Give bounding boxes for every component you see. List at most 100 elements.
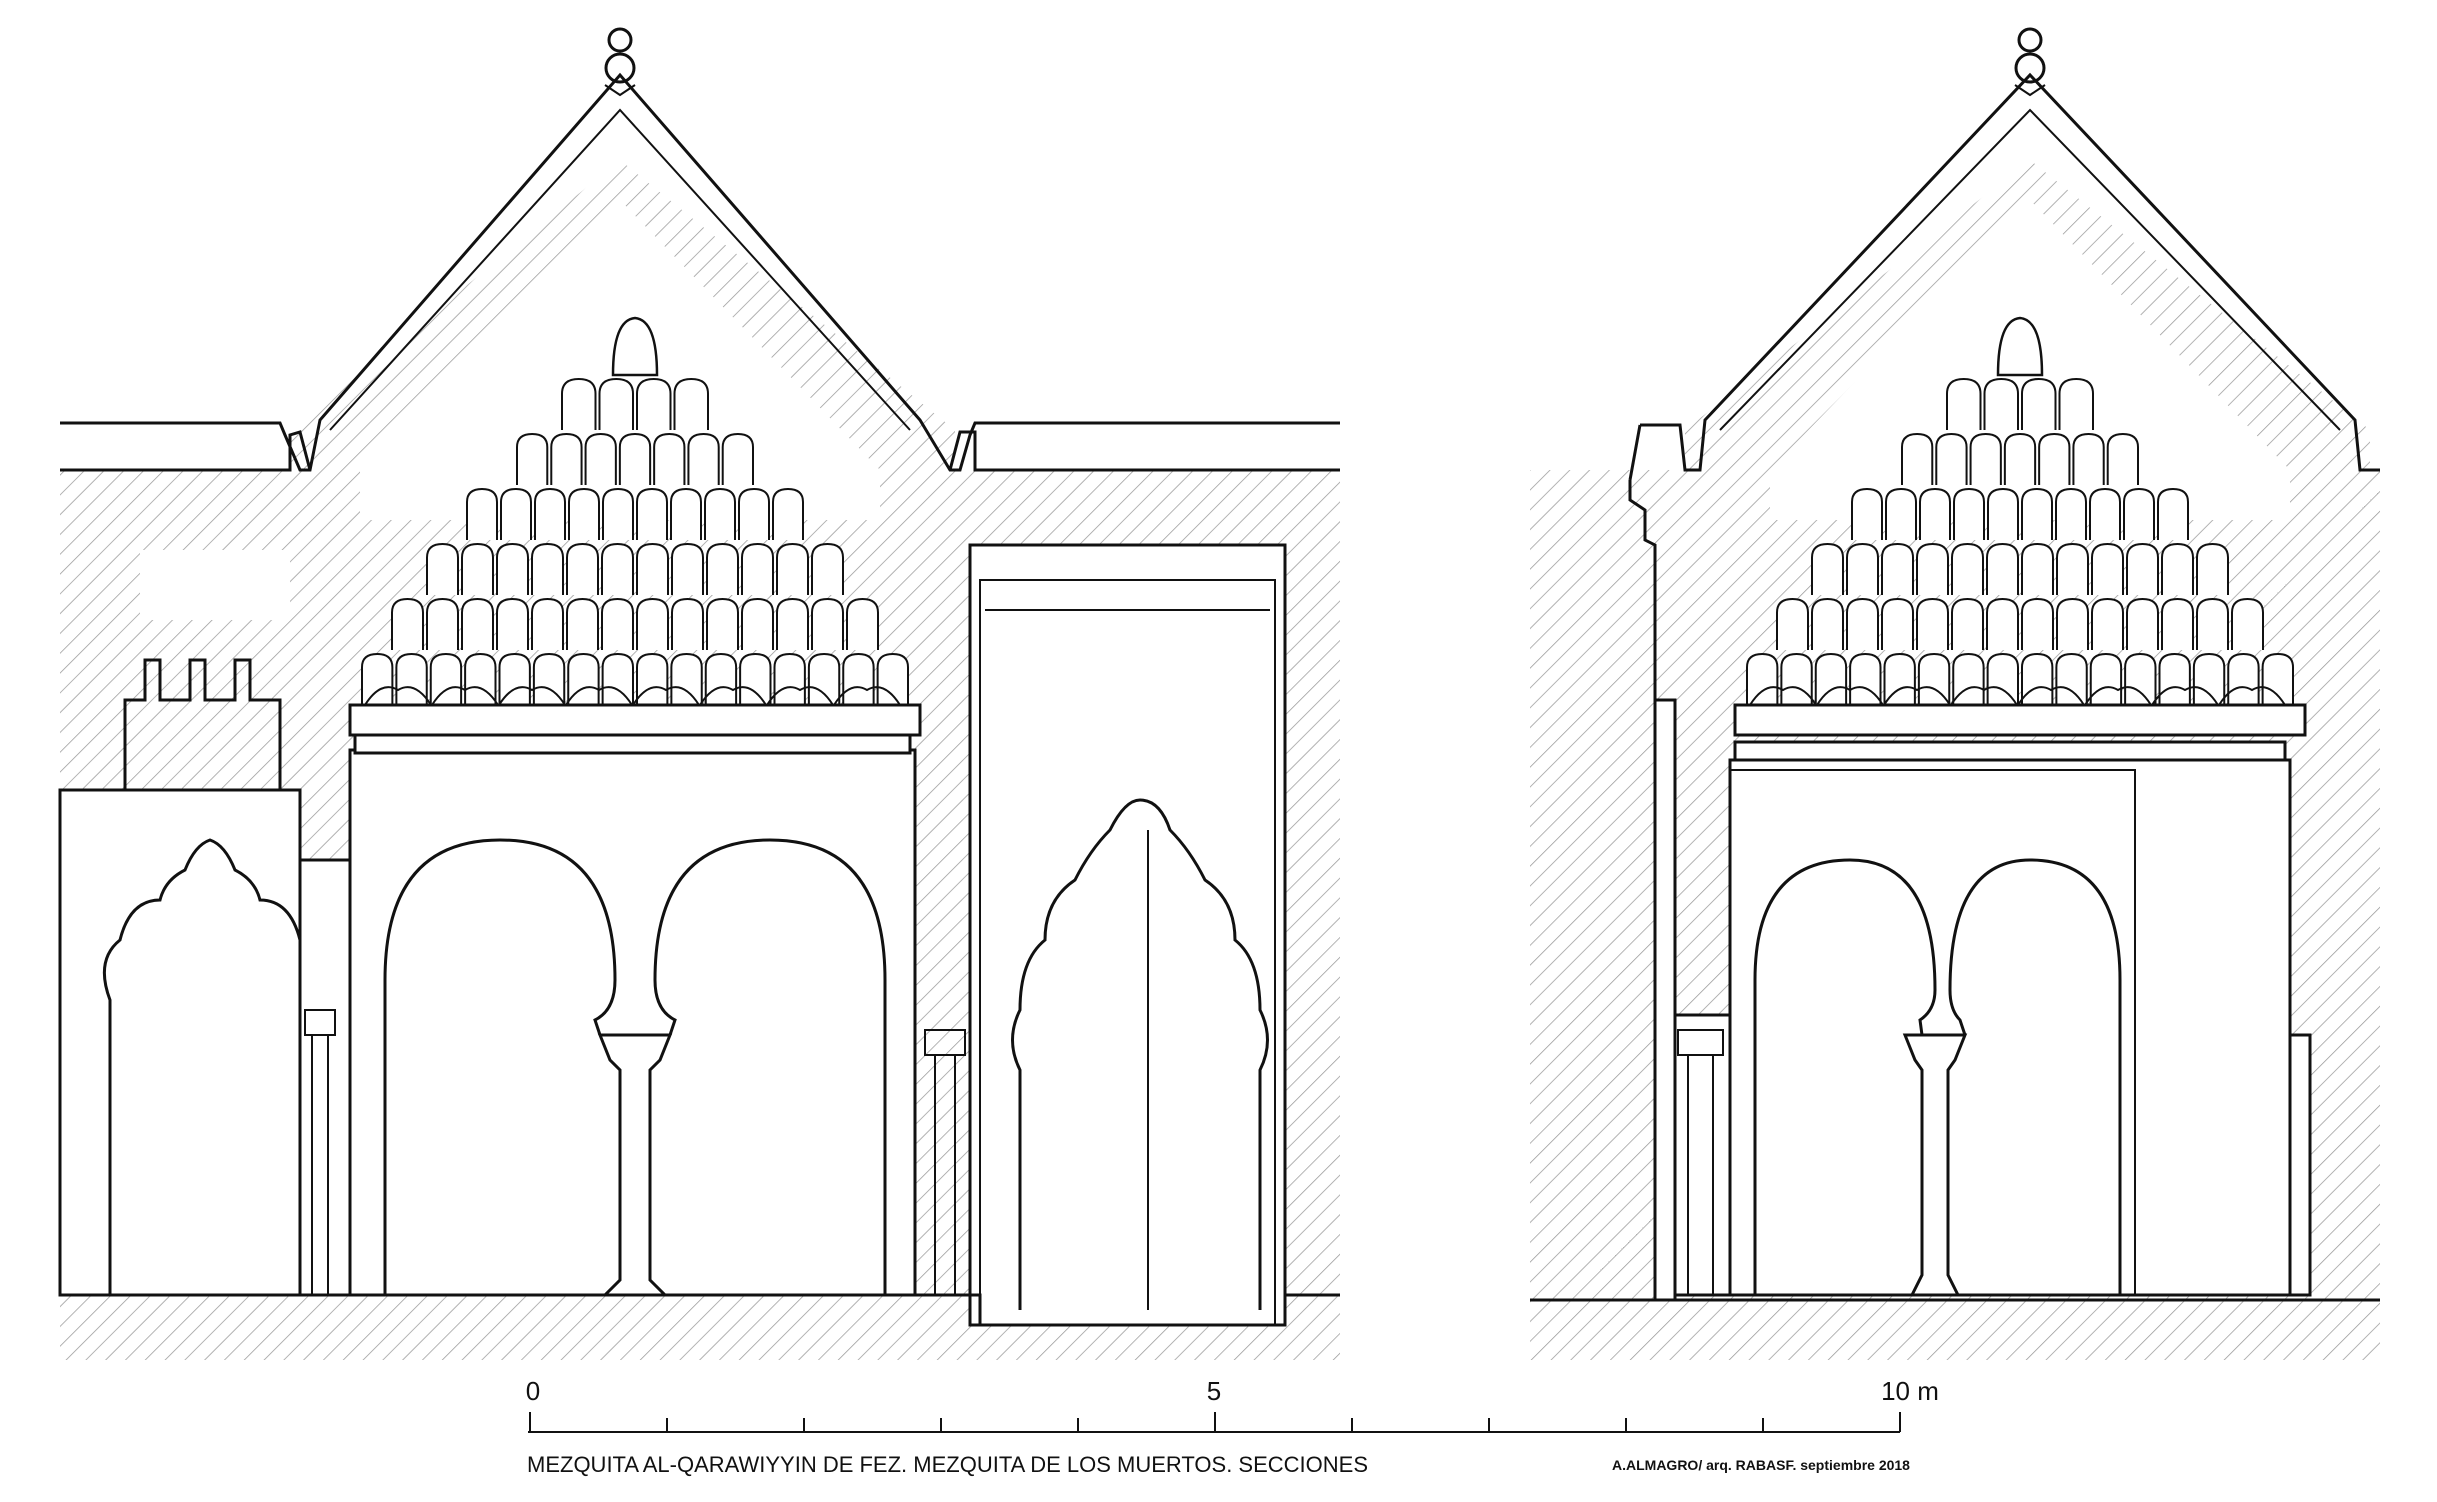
muqarnas-cell <box>706 542 739 595</box>
muqarnas-cell <box>636 597 669 650</box>
muqarnas-cell <box>670 487 702 540</box>
muqarnas-cell <box>2158 652 2191 705</box>
muqarnas-cell <box>671 597 704 650</box>
right-main-bay <box>1728 758 2292 1297</box>
muqarnas-cell <box>2055 487 2087 540</box>
muqarnas-cell <box>2124 652 2157 705</box>
muqarnas-cell <box>721 432 754 485</box>
muqarnas-cell <box>1969 432 2002 485</box>
drawing-credit: A.ALMAGRO/ arq. RABASF. septiembre 2018 <box>1612 1457 1910 1473</box>
muqarnas-cell <box>361 652 394 705</box>
muqarnas-cell <box>2126 542 2159 595</box>
left-side-bay <box>58 788 302 1297</box>
muqarnas-cell <box>1986 652 2019 705</box>
muqarnas-cell <box>1916 597 1949 650</box>
left-chamber-lobed-arch <box>1011 798 1269 1310</box>
section-left <box>58 27 1340 1360</box>
muqarnas-cell <box>426 597 459 650</box>
muqarnas-cell <box>1951 542 1984 595</box>
muqarnas-cell <box>429 652 463 705</box>
muqarnas-cell <box>601 652 634 705</box>
muqarnas-cell <box>2038 432 2071 485</box>
muqarnas-cell <box>706 597 739 650</box>
muqarnas-cell <box>2021 487 2053 540</box>
muqarnas-cell <box>2157 487 2189 540</box>
left-lobed-arch <box>102 838 302 1295</box>
muqarnas-cell <box>636 377 672 430</box>
muqarnas-lobe <box>498 686 566 706</box>
muqarnas-cell <box>2021 597 2054 650</box>
muqarnas-cell <box>532 652 566 705</box>
muqarnas-cell <box>1883 652 1916 705</box>
muqarnas-cell <box>773 652 806 705</box>
muqarnas-cell <box>1951 597 1984 650</box>
muqarnas-base <box>348 703 922 737</box>
muqarnas-cell <box>741 542 774 595</box>
left-roof-outline <box>60 72 1340 472</box>
muqarnas-cell <box>1946 377 1982 430</box>
muqarnas-lobe <box>364 686 432 706</box>
muqarnas-cell <box>2106 432 2139 485</box>
muqarnas-cell <box>2196 542 2229 595</box>
muqarnas-cell <box>1776 597 1809 650</box>
muqarnas-cell <box>776 542 809 595</box>
left-main-bay <box>348 748 917 1297</box>
section-right <box>1530 27 2380 1360</box>
muqarnas-cell <box>2003 432 2037 485</box>
muqarnas-lobe <box>766 686 834 706</box>
scale-bar <box>528 1412 1901 1433</box>
muqarnas-crown <box>611 316 659 377</box>
muqarnas-lobe <box>2218 686 2286 706</box>
muqarnas-cell <box>618 432 652 485</box>
muqarnas-cell <box>1986 597 2019 650</box>
muqarnas-lobe <box>431 686 499 706</box>
muqarnas-cell <box>2058 377 2094 430</box>
muqarnas-cell <box>391 597 424 650</box>
scale-label-5: 5 <box>1207 1376 1221 1406</box>
muqarnas-cell <box>673 377 709 430</box>
muqarnas-cell <box>876 652 909 705</box>
muqarnas-cell <box>842 652 875 705</box>
muqarnas-cell <box>2196 597 2229 650</box>
muqarnas-cell <box>1986 542 2019 595</box>
muqarnas-cell <box>2231 597 2264 650</box>
muqarnas-cell <box>2072 432 2105 485</box>
muqarnas-cell <box>2055 652 2088 705</box>
muqarnas-cell <box>1780 652 1813 705</box>
muqarnas-cell <box>466 487 498 540</box>
muqarnas-cell <box>461 597 494 650</box>
muqarnas-cell <box>2091 542 2124 595</box>
muqarnas-cell <box>1846 597 1879 650</box>
muqarnas-cell <box>2021 377 2057 430</box>
muqarnas-cell <box>1935 432 1968 485</box>
muqarnas-cell <box>2091 597 2124 650</box>
muqarnas-cell <box>1983 377 2019 430</box>
muqarnas-lobe <box>2017 686 2085 706</box>
muqarnas-cell <box>1811 542 1844 595</box>
right-roof-finial <box>2014 27 2046 97</box>
muqarnas-cell <box>500 487 532 540</box>
muqarnas-cell <box>516 432 549 485</box>
muqarnas-cell <box>566 542 599 595</box>
muqarnas-cell <box>687 432 720 485</box>
muqarnas-cell <box>2089 487 2121 540</box>
muqarnas-cell <box>496 597 529 650</box>
muqarnas-cell <box>811 597 844 650</box>
muqarnas-base <box>1733 703 2307 737</box>
drawing-title: MEZQUITA AL-QARAWIYYIN DE FEZ. MEZQUITA … <box>527 1452 1368 1477</box>
muqarnas-lobe <box>1950 686 2018 706</box>
muqarnas-lobe <box>565 686 633 706</box>
muqarnas-cell <box>1881 542 1914 595</box>
muqarnas-cell <box>739 652 772 705</box>
muqarnas-cell <box>671 542 704 595</box>
muqarnas-cell <box>1851 487 1883 540</box>
muqarnas-cell <box>584 432 617 485</box>
muqarnas-cell <box>601 597 634 650</box>
muqarnas-cell <box>561 377 597 430</box>
muqarnas-cell <box>2161 542 2194 595</box>
muqarnas-cell <box>846 597 879 650</box>
muqarnas-cell <box>2126 597 2159 650</box>
muqarnas-cell <box>636 542 669 595</box>
muqarnas-lobe <box>2151 686 2219 706</box>
muqarnas-cell <box>1849 652 1882 705</box>
